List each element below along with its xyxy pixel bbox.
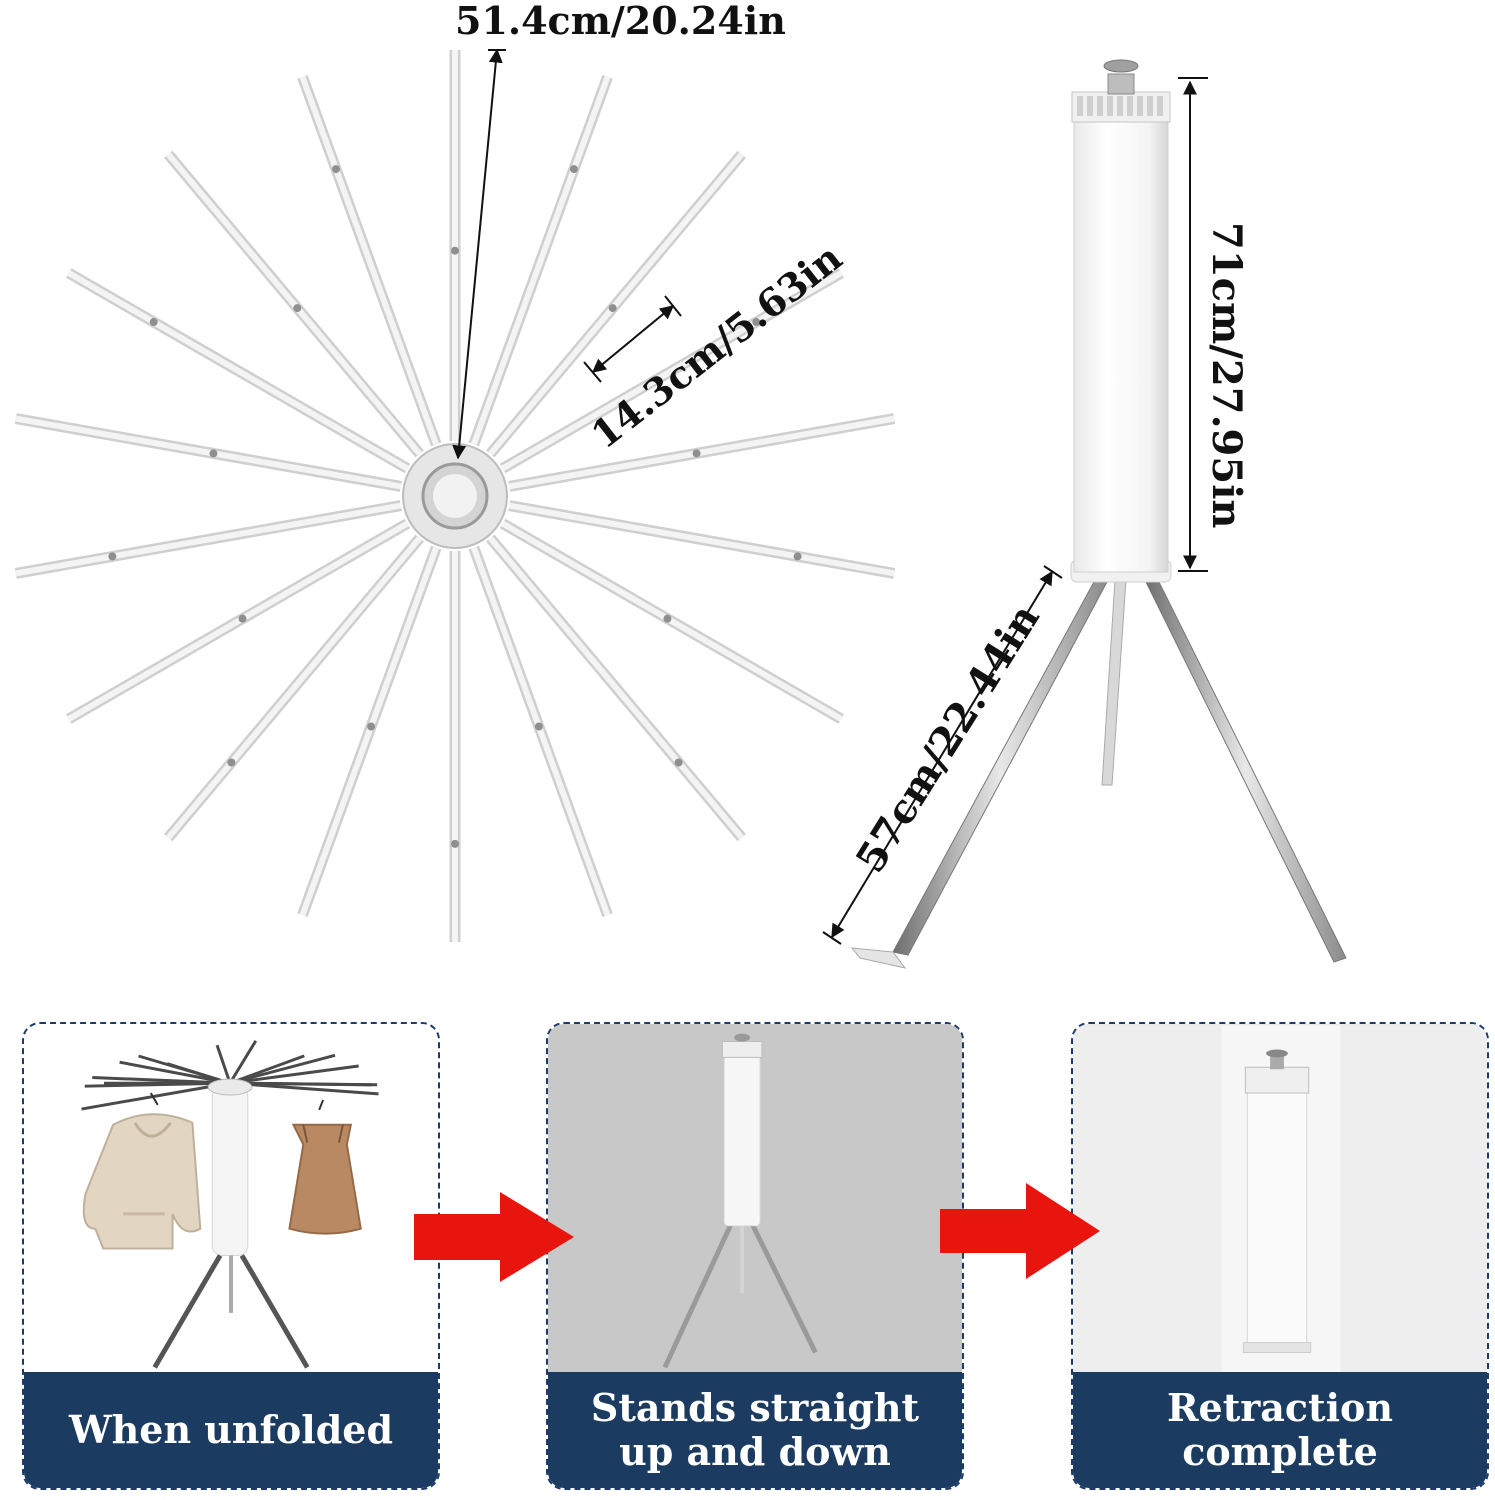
rod-joint: [367, 722, 376, 731]
drying-rod-highlight: [299, 546, 440, 917]
arm-span-label: 51.4cm/20.24in: [455, 0, 786, 43]
unfolded-rod: [229, 1064, 359, 1085]
cap-tooth: [1117, 96, 1123, 116]
standing-rack-side-view: [850, 59, 1347, 969]
rod-joint: [752, 318, 761, 327]
rod-joint: [569, 165, 578, 174]
drying-rod-highlight: [508, 415, 895, 490]
rod-joint: [293, 304, 302, 313]
unfolded-rod: [215, 1044, 232, 1084]
cap-tooth: [1097, 96, 1103, 116]
unfolded-rod: [229, 1081, 379, 1096]
step-panel-retracted: Retraction complete: [1071, 1022, 1489, 1490]
product-diagram: [14, 48, 1347, 969]
drying-rod-highlight: [488, 152, 744, 456]
rod-joint: [692, 449, 701, 458]
drying-rod-highlight: [15, 502, 402, 577]
arm-span-dimension-line: [452, 48, 506, 460]
unfolded-rod: [228, 1040, 258, 1084]
rod-joint: [209, 449, 218, 458]
drying-rod-highlight: [299, 75, 440, 446]
step-caption-unfolded: When unfolded: [24, 1372, 438, 1488]
cap-tooth: [1137, 96, 1143, 116]
drying-rod-highlight: [166, 152, 422, 456]
cap-tooth: [1087, 96, 1093, 116]
step-arrow-2: [940, 1183, 1100, 1279]
drying-rod-highlight: [501, 520, 843, 722]
rod-joint: [451, 246, 459, 255]
standing-rack-illustration: [548, 1024, 962, 1374]
leg-length-dimension-line: [822, 565, 1063, 945]
drying-rod-highlight: [508, 502, 895, 577]
step-arrow-1: [414, 1192, 574, 1282]
rod-joint: [332, 165, 341, 174]
step-caption-retracted: Retraction complete: [1073, 1372, 1487, 1488]
center-hub: [402, 443, 508, 549]
unfolded-rod: [229, 1053, 336, 1085]
column-height-label: 71cm/27.95in: [1203, 222, 1250, 529]
drying-rod-highlight: [15, 415, 402, 490]
rod-joint: [793, 552, 802, 561]
step-caption-standing: Stands straight up and down: [548, 1372, 962, 1488]
step-panel-unfolded: When unfolded: [22, 1022, 440, 1490]
cap-tooth: [1107, 96, 1113, 116]
drying-rod-highlight: [470, 546, 611, 917]
drying-rod-highlight: [67, 270, 409, 472]
unfolded-rack-illustration: [81, 1040, 379, 1369]
rod-joint: [674, 758, 683, 767]
step-panel-standing: Stands straight up and down: [546, 1022, 964, 1490]
unfolded-rod: [229, 1081, 378, 1087]
arm-segment-dimension-line: [583, 295, 682, 383]
column-height-dimension-line: [1178, 77, 1208, 572]
rod-joint: [238, 614, 247, 623]
cap-tooth: [1147, 96, 1153, 116]
rod-joint: [149, 318, 158, 327]
unfolded-rod: [119, 1060, 231, 1085]
rod-joint: [108, 552, 117, 561]
drying-rod-highlight: [166, 536, 422, 840]
drying-rod-highlight: [488, 536, 744, 840]
drying-rod-highlight: [67, 520, 409, 722]
rod-joint: [451, 839, 459, 848]
cap-tooth: [1077, 96, 1083, 116]
unfolded-rod: [81, 1081, 231, 1111]
rod-joint: [608, 304, 617, 313]
cap-tooth: [1157, 96, 1163, 116]
retracted-rack-illustration: [1073, 1024, 1487, 1374]
rod-joint: [227, 758, 236, 767]
rod-joint: [534, 722, 543, 731]
rod-joint: [663, 614, 672, 623]
cap-tooth: [1127, 96, 1133, 116]
